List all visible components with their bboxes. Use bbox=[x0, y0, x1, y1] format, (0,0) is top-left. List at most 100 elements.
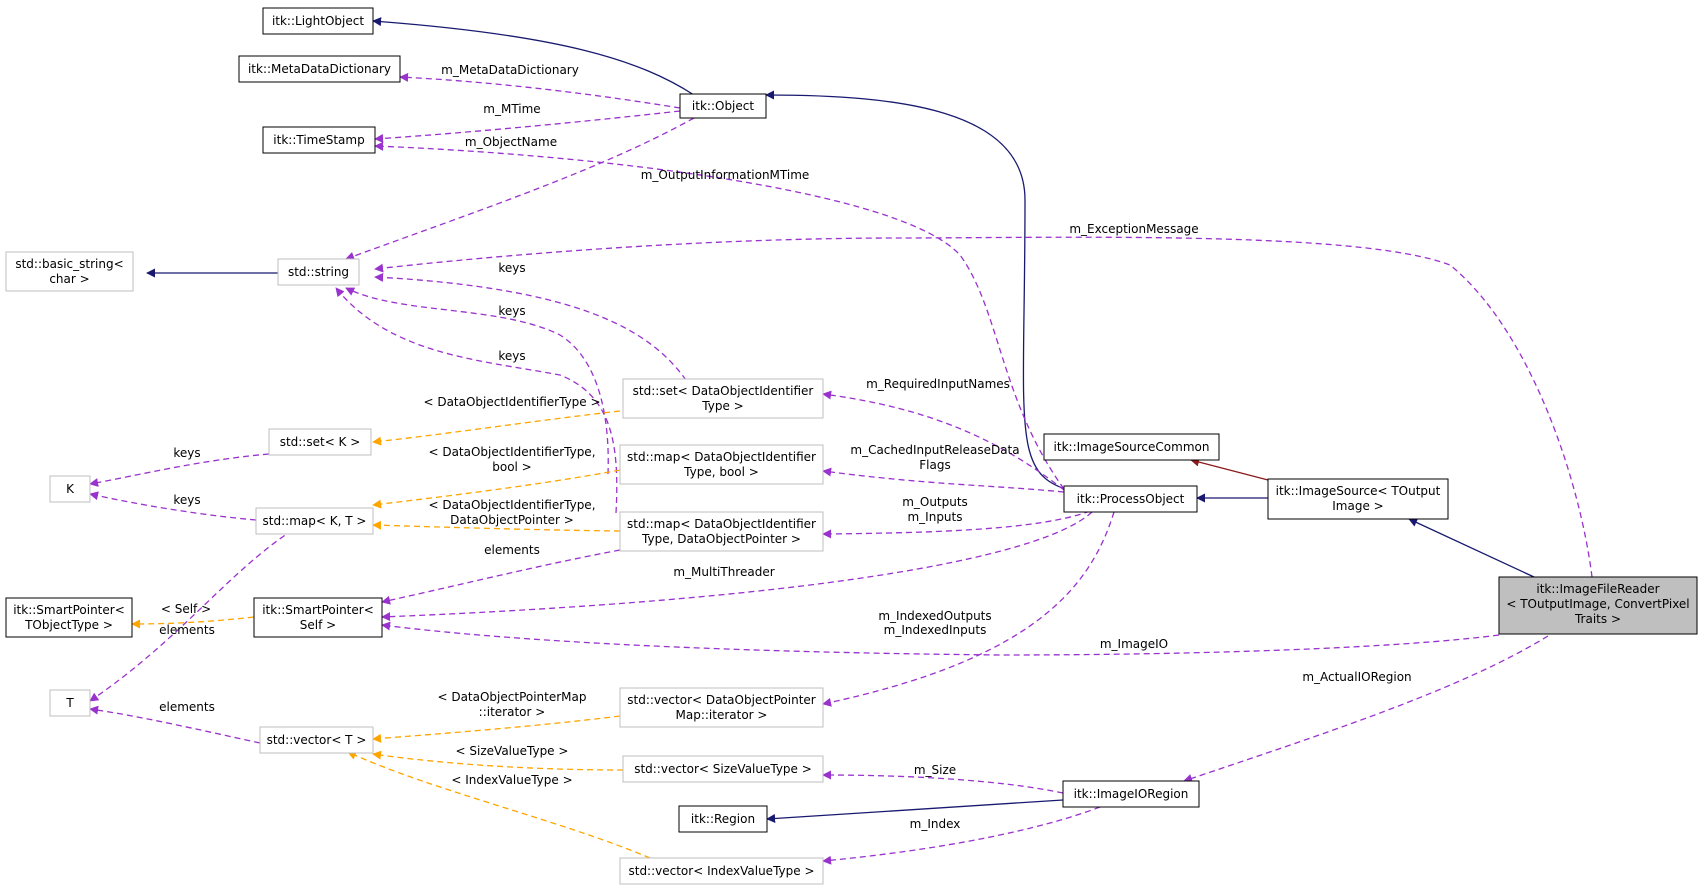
label-m-multi-threader: m_MultiThreader bbox=[673, 565, 774, 579]
edge-process-outputs-inputs bbox=[822, 510, 1091, 539]
edge-set-doi-template bbox=[372, 410, 621, 446]
node-itk-smart-pointer-self[interactable]: itk::SmartPointer<Self > bbox=[253, 597, 383, 638]
edge-reader-exception-message bbox=[374, 236, 1593, 578]
node-itk-image-file-reader[interactable]: itk::ImageFileReader< TOutputImage, Conv… bbox=[1498, 576, 1698, 635]
edge-process-cached-input-release bbox=[822, 467, 1065, 493]
edge-process-object-to-object bbox=[765, 90, 1073, 492]
edge-set-k-keys bbox=[89, 453, 270, 487]
edge-map-doi-dop-elements bbox=[381, 549, 621, 605]
edge-reader-actual-io-region bbox=[1183, 635, 1549, 783]
label-elements-3: elements bbox=[159, 700, 215, 714]
edge-labels: m_MetaDataDictionary m_MTime m_ObjectNam… bbox=[159, 63, 1412, 831]
svg-text:T: T bbox=[65, 696, 74, 710]
svg-text:std::map< DataObjectIdentifier: std::map< DataObjectIdentifierType, bool… bbox=[627, 450, 816, 479]
svg-text:std::basic_string<char >: std::basic_string<char > bbox=[15, 257, 123, 286]
edge-image-io-region-to-region bbox=[766, 799, 1064, 823]
svg-text:itk::ImageSource< TOutputImage: itk::ImageSource< TOutputImage > bbox=[1276, 484, 1441, 513]
svg-text:itk::ImageSourceCommon: itk::ImageSourceCommon bbox=[1054, 440, 1210, 454]
edge-map-k-t-keys bbox=[89, 491, 257, 521]
node-t[interactable]: T bbox=[49, 689, 91, 717]
edges bbox=[89, 17, 1593, 865]
svg-text:itk::LightObject: itk::LightObject bbox=[272, 14, 364, 28]
label-keys-4: keys bbox=[173, 446, 200, 460]
edge-map-k-t-elements bbox=[89, 529, 294, 702]
node-itk-region[interactable]: itk::Region bbox=[678, 805, 768, 833]
edge-vector-dopmap-template bbox=[372, 715, 621, 743]
svg-text:itk::ProcessObject: itk::ProcessObject bbox=[1077, 492, 1185, 506]
node-std-vector-index[interactable]: std::vector< IndexValueType > bbox=[619, 857, 824, 885]
edge-smart-pointer-template bbox=[131, 616, 255, 629]
edge-object-mtime bbox=[374, 110, 681, 143]
label-tpl-index: < IndexValueType > bbox=[451, 773, 572, 787]
svg-text:itk::ImageFileReader< TOutputI: itk::ImageFileReader< TOutputImage, Conv… bbox=[1506, 582, 1689, 626]
svg-text:K: K bbox=[66, 482, 75, 496]
svg-text:itk::TimeStamp: itk::TimeStamp bbox=[273, 133, 364, 147]
svg-text:itk::MetaDataDictionary: itk::MetaDataDictionary bbox=[248, 62, 391, 76]
edge-set-doi-keys bbox=[374, 272, 687, 381]
label-keys-3: keys bbox=[498, 349, 525, 363]
label-m-mtime: m_MTime bbox=[483, 102, 540, 116]
edge-process-indexed bbox=[822, 511, 1115, 707]
edge-map-doi-dop-keys bbox=[335, 287, 618, 514]
node-std-vector-t[interactable]: std::vector< T > bbox=[259, 726, 374, 754]
label-tpl-doi-dop: < DataObjectIdentifierType,DataObjectPoi… bbox=[428, 498, 595, 527]
edge-image-source-to-common bbox=[1190, 457, 1269, 481]
label-keys-1: keys bbox=[498, 261, 525, 275]
edge-process-object-output-info-mtime bbox=[374, 141, 1065, 490]
svg-text:itk::SmartPointer<Self >: itk::SmartPointer<Self > bbox=[262, 603, 374, 632]
node-std-set-k[interactable]: std::set< K > bbox=[268, 428, 372, 456]
edge-image-io-region-index bbox=[822, 806, 1101, 865]
node-itk-image-io-region[interactable]: itk::ImageIORegion bbox=[1062, 780, 1200, 808]
label-tpl-doi-type: < DataObjectIdentifierType > bbox=[423, 395, 600, 409]
svg-text:std::map< K, T >: std::map< K, T > bbox=[263, 514, 367, 528]
label-tpl-doi-bool: < DataObjectIdentifierType,bool > bbox=[428, 445, 595, 474]
edge-vector-t-elements bbox=[89, 705, 261, 744]
edge-map-doi-bool-keys bbox=[345, 287, 609, 475]
node-itk-meta-data-dictionary[interactable]: itk::MetaDataDictionary bbox=[238, 55, 401, 83]
label-m-exception-message: m_ExceptionMessage bbox=[1069, 222, 1198, 236]
svg-text:std::set< DataObjectIdentifier: std::set< DataObjectIdentifierType > bbox=[633, 384, 814, 413]
svg-text:std::map< DataObjectIdentifier: std::map< DataObjectIdentifierType, Data… bbox=[627, 517, 816, 546]
svg-text:std::set< K >: std::set< K > bbox=[280, 435, 361, 449]
node-std-map-k-t[interactable]: std::map< K, T > bbox=[255, 507, 374, 535]
edge-process-required-input-names bbox=[822, 390, 1065, 491]
edge-map-doi-dop-template bbox=[372, 520, 621, 532]
node-itk-time-stamp[interactable]: itk::TimeStamp bbox=[262, 126, 376, 154]
edge-vector-index-template bbox=[347, 751, 651, 859]
node-std-string[interactable]: std::string bbox=[277, 258, 360, 286]
label-m-image-io: m_ImageIO bbox=[1100, 637, 1168, 651]
node-itk-image-source-common[interactable]: itk::ImageSourceCommon bbox=[1043, 433, 1220, 461]
edge-reader-to-image-source bbox=[1408, 518, 1535, 578]
label-m-required-input-names: m_RequiredInputNames bbox=[866, 377, 1010, 391]
node-itk-smart-pointer-tobjecttype[interactable]: itk::SmartPointer<TObjectType > bbox=[5, 597, 133, 638]
node-itk-object[interactable]: itk::Object bbox=[679, 93, 767, 119]
label-tpl-dopmap: < DataObjectPointerMap::iterator > bbox=[437, 690, 586, 719]
edge-vector-size-template bbox=[372, 750, 624, 771]
label-elements-2: elements bbox=[159, 623, 215, 637]
label-tpl-self: < Self > bbox=[161, 602, 211, 616]
svg-text:std::vector< DataObjectPointer: std::vector< DataObjectPointerMap::itera… bbox=[627, 693, 816, 722]
label-m-meta-data-dictionary: m_MetaDataDictionary bbox=[441, 63, 579, 77]
node-k[interactable]: K bbox=[49, 475, 91, 503]
svg-text:itk::Object: itk::Object bbox=[692, 99, 754, 113]
edge-process-multi-threader bbox=[381, 511, 1093, 622]
label-keys-5: keys bbox=[173, 493, 200, 507]
node-std-basic-string[interactable]: std::basic_string<char > bbox=[5, 251, 134, 292]
label-m-object-name: m_ObjectName bbox=[465, 135, 557, 149]
svg-text:std::vector< IndexValueType >: std::vector< IndexValueType > bbox=[628, 864, 814, 878]
svg-text:itk::Region: itk::Region bbox=[691, 812, 755, 826]
label-m-actual-io-region: m_ActualIORegion bbox=[1302, 670, 1411, 684]
node-itk-process-object[interactable]: itk::ProcessObject bbox=[1063, 485, 1198, 513]
nodes: itk::LightObject itk::MetaDataDictionary… bbox=[5, 7, 1698, 885]
node-itk-light-object[interactable]: itk::LightObject bbox=[262, 7, 374, 35]
node-std-vector-size[interactable]: std::vector< SizeValueType > bbox=[622, 755, 824, 783]
